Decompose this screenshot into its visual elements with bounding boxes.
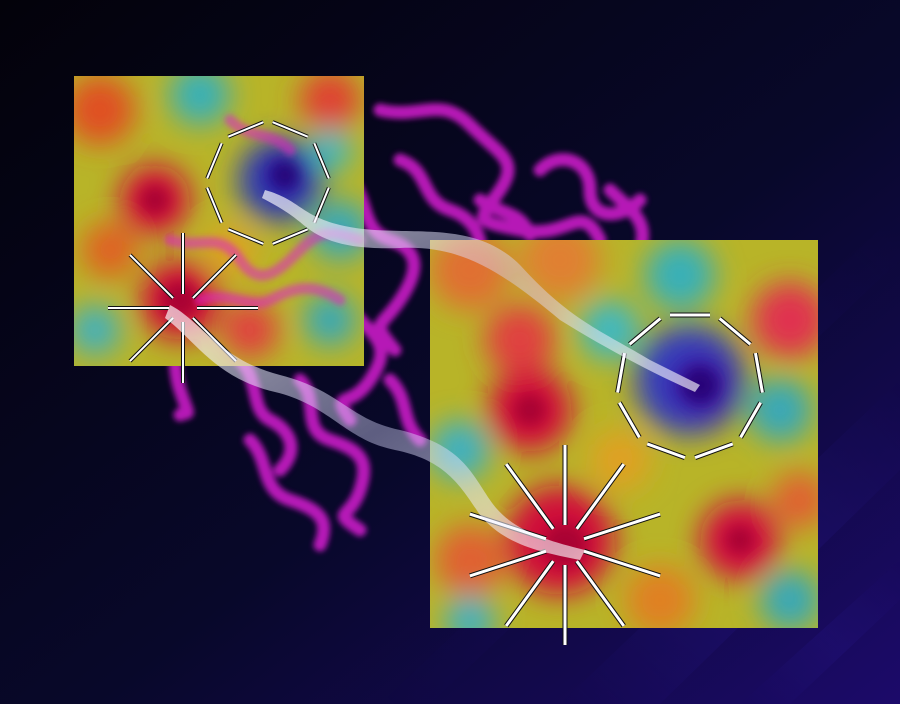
- polarization-bar: [272, 228, 309, 245]
- polarization-bar: [192, 254, 237, 299]
- ribbon-cold-spots: [262, 190, 700, 392]
- polarization-bar: [129, 254, 174, 299]
- polarization-bar: [227, 228, 264, 245]
- polarization-bar: [313, 187, 330, 224]
- polarization-bar: [616, 352, 627, 393]
- polarization-bar: [505, 560, 555, 627]
- polarization-bar: [227, 121, 264, 138]
- polarization-bar: [694, 442, 734, 460]
- polarization-bar: [469, 549, 547, 578]
- connecting-ribbons: [165, 190, 700, 560]
- polarization-bar: [313, 142, 330, 179]
- temperature-map-left: [74, 76, 364, 366]
- polarization-bar: [718, 317, 752, 346]
- polarization-bar: [272, 121, 309, 138]
- tangential-polarization-icon: [205, 120, 331, 246]
- polarization-bar: [575, 560, 625, 627]
- polarization-bar: [129, 317, 174, 362]
- radial-polarization-icon: [469, 445, 661, 645]
- polarization-bar: [618, 401, 641, 439]
- polarization-bar: [753, 352, 764, 393]
- polarization-bar: [646, 442, 686, 460]
- polarization-bar: [206, 142, 223, 179]
- polarization-bar: [583, 512, 661, 541]
- polarization-bar: [628, 317, 662, 346]
- ribbon-hot-spots: [165, 305, 585, 560]
- polarization-bar: [739, 401, 762, 439]
- temperature-map-right: [430, 240, 818, 628]
- tangential-polarization-icon: [615, 312, 765, 460]
- polarization-bar: [575, 463, 625, 530]
- polarization-bar: [505, 463, 555, 530]
- polarization-bar: [583, 549, 661, 578]
- polarization-bar: [206, 187, 223, 224]
